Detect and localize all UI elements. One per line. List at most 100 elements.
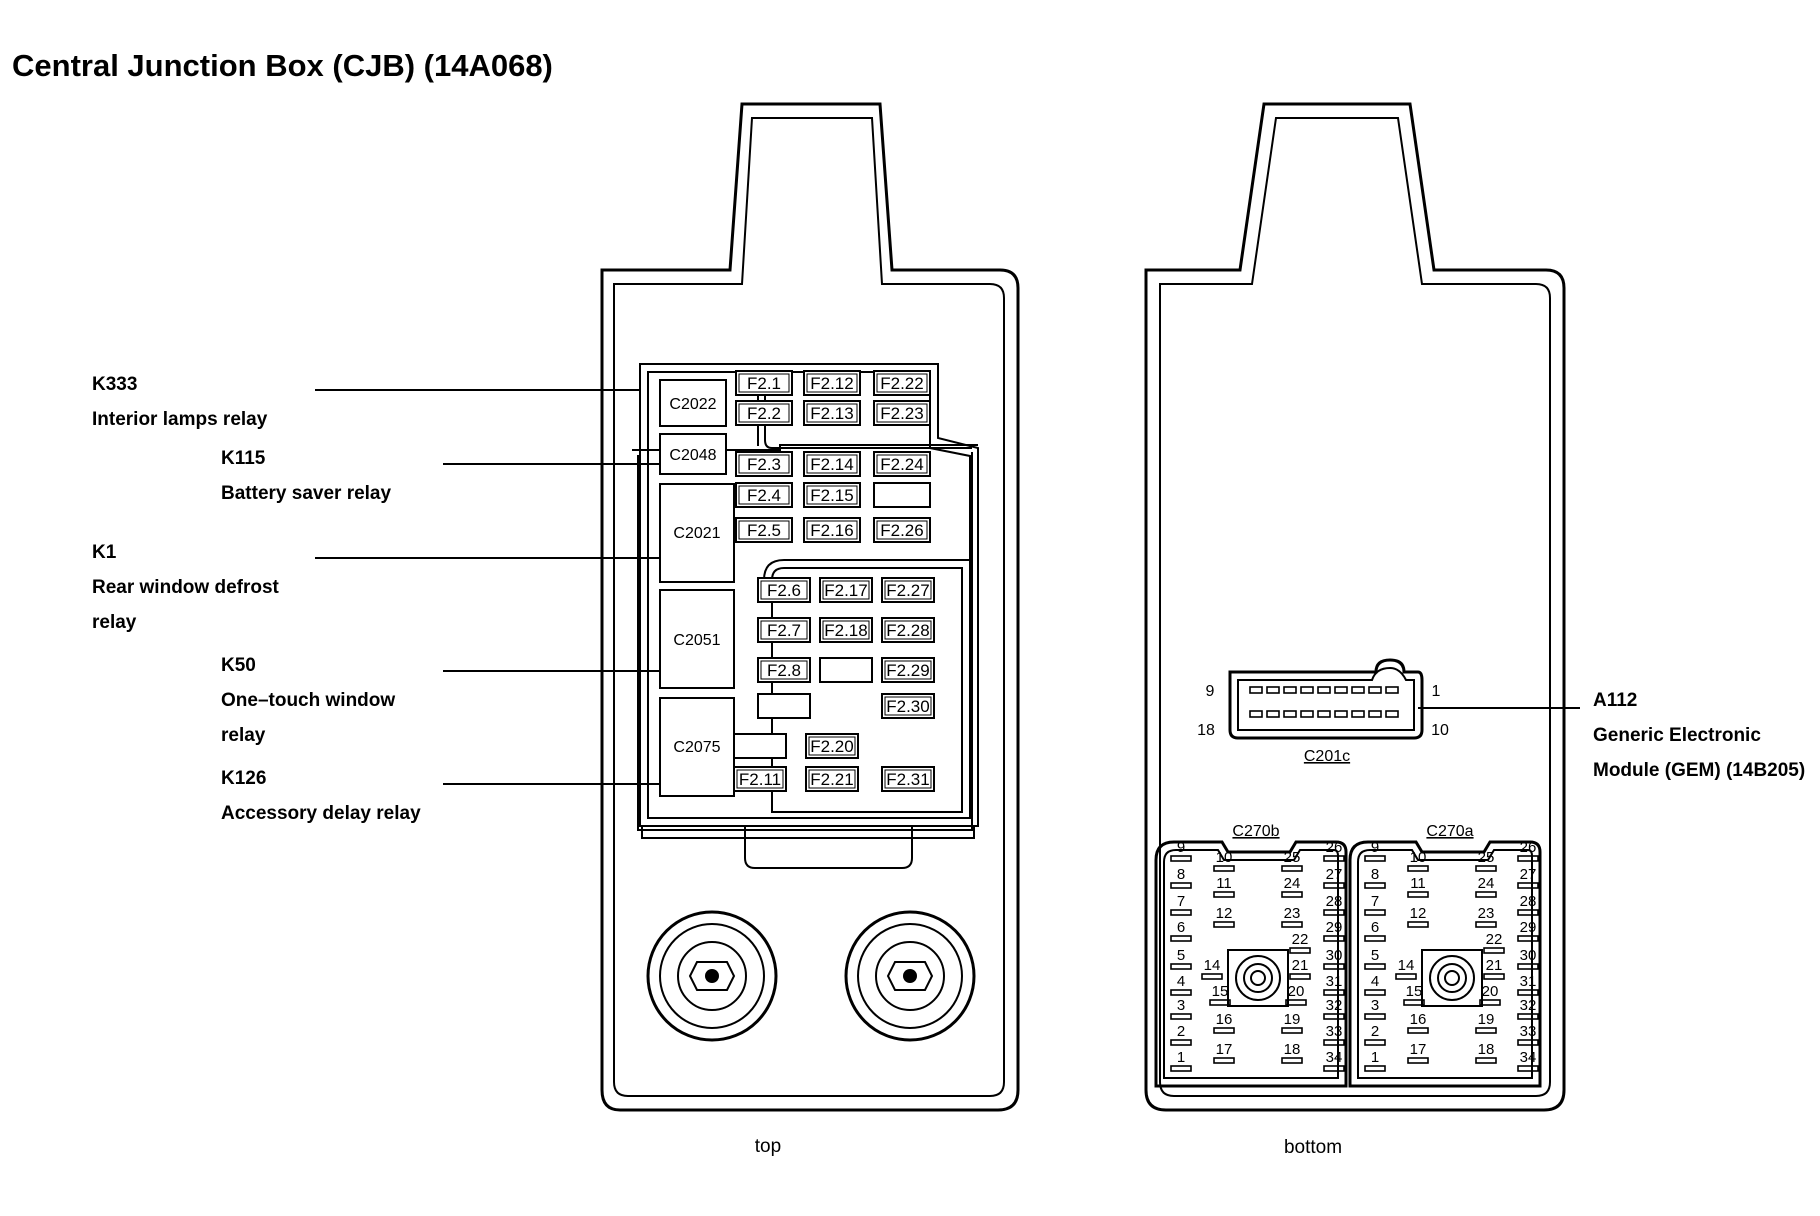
pin-3: 3	[1170, 997, 1192, 1020]
pin-number: 17	[1410, 1041, 1427, 1058]
pin-number: 11	[1216, 875, 1232, 892]
pin-2: 2	[1364, 1023, 1386, 1046]
pin-32: 32	[1323, 997, 1345, 1020]
pin-number: 1	[1371, 1049, 1379, 1066]
pin-number: 26	[1520, 839, 1537, 856]
callout-k1-id: K1	[92, 542, 117, 563]
pin-28: 28	[1323, 893, 1345, 916]
connector-c270b: C270b98765432126272829303132333410111214…	[1154, 823, 1348, 1088]
fuse-F2-14: F2.14	[803, 451, 861, 477]
pin-15: 15	[1209, 983, 1231, 1006]
pin-number: 12	[1216, 905, 1233, 922]
relay-label-c2051: C2051	[673, 632, 720, 649]
callout-k333-desc: Interior lamps relay	[92, 409, 268, 430]
connector-name: C270b	[1232, 823, 1279, 840]
pin-number: 21	[1292, 957, 1309, 974]
fuse-label: F2.8	[767, 661, 801, 680]
pin-30: 30	[1323, 947, 1345, 970]
pin-number: 14	[1398, 957, 1415, 974]
pin-1: 1	[1364, 1049, 1386, 1072]
gem-pin	[1283, 686, 1297, 694]
pin-10: 10	[1213, 849, 1235, 872]
pin-number: 24	[1284, 875, 1301, 892]
pin-3: 3	[1364, 997, 1386, 1020]
fuse-label: F2.27	[886, 581, 929, 600]
pin-11: 11	[1407, 875, 1429, 898]
fuse-label: F2.22	[880, 374, 923, 393]
pin-number: 33	[1326, 1023, 1343, 1040]
callout-right: A112 Generic Electronic Module (GEM) (14…	[1418, 690, 1805, 781]
pin-24: 24	[1281, 875, 1303, 898]
pin-21: 21	[1483, 957, 1505, 980]
fuse-label: F2.12	[810, 374, 853, 393]
connector-name: C270a	[1426, 823, 1473, 840]
connector-c270a: C270a98765432126272829303132333410111214…	[1348, 823, 1542, 1088]
fuse-F2-6: F2.6	[757, 577, 811, 603]
gem-pin	[1334, 710, 1348, 718]
pin-number: 22	[1292, 931, 1309, 948]
gem-pin	[1300, 686, 1314, 694]
relay-box-c2022	[659, 379, 727, 427]
callout-k333-id: K333	[92, 374, 137, 395]
relay-box-c2051	[659, 589, 735, 689]
fuse-F2-18: F2.18	[819, 617, 873, 643]
fuse-label: F2.16	[810, 521, 853, 540]
pin-number: 25	[1478, 849, 1495, 866]
fuse-F2-16: F2.16	[803, 517, 861, 543]
pin-number: 19	[1284, 1011, 1301, 1028]
pin-24: 24	[1475, 875, 1497, 898]
pin-number: 20	[1482, 983, 1499, 1000]
pin-number: 26	[1326, 839, 1343, 856]
fuse-label: F2.13	[810, 404, 853, 423]
mounting-studs	[646, 910, 976, 1042]
gem-pin	[1334, 686, 1348, 694]
pin-17: 17	[1213, 1041, 1235, 1064]
pin-16: 16	[1213, 1011, 1235, 1034]
callout-k50-desc-1: One–touch window	[221, 690, 395, 711]
relay-label-c2021: C2021	[673, 525, 720, 542]
pin-14: 14	[1201, 957, 1223, 980]
fuse-empty-slot	[873, 482, 931, 508]
pin-6: 6	[1170, 919, 1192, 942]
pin-23: 23	[1281, 905, 1303, 928]
pin-10: 10	[1407, 849, 1429, 872]
pin-number: 11	[1410, 875, 1426, 892]
callouts-left: K333 Interior lamps relay K115 Battery s…	[92, 374, 660, 824]
pin-number: 12	[1410, 905, 1427, 922]
pin-31: 31	[1323, 973, 1345, 996]
fuse-F2-23: F2.23	[873, 400, 931, 426]
pin-33: 33	[1517, 1023, 1539, 1046]
gem-pin	[1351, 710, 1365, 718]
gem-pin	[1300, 710, 1314, 718]
pin-25: 25	[1281, 849, 1303, 872]
fuse-label: F2.17	[824, 581, 867, 600]
pin-18: 18	[1475, 1041, 1497, 1064]
pin-12: 12	[1407, 905, 1429, 928]
gem-pin	[1317, 710, 1331, 718]
gem-pin	[1317, 686, 1331, 694]
relay-box-c2048	[659, 433, 727, 475]
pin-4: 4	[1364, 973, 1386, 996]
pin-number: 5	[1371, 947, 1379, 964]
callout-k1-desc-1: Rear window defrost	[92, 577, 280, 598]
fuse-F2-27: F2.27	[881, 577, 935, 603]
fuse-label: F2.5	[747, 521, 781, 540]
pin-number: 18	[1478, 1041, 1495, 1058]
pin-number: 34	[1520, 1049, 1537, 1066]
callout-a112-desc-1: Generic Electronic	[1593, 725, 1761, 746]
fuse-F2-21: F2.21	[805, 766, 859, 792]
fuse-label: F2.14	[810, 455, 853, 474]
gem-pin	[1368, 710, 1382, 718]
pin-7: 7	[1170, 893, 1192, 916]
gem-pin-label-9: 9	[1206, 683, 1215, 700]
relay-label-c2075: C2075	[673, 739, 720, 756]
fuse-label: F2.24	[880, 455, 923, 474]
pin-number: 29	[1326, 919, 1343, 936]
callout-k50-desc-2: relay	[221, 725, 266, 746]
pin-number: 4	[1371, 973, 1379, 990]
fuse-F2-17: F2.17	[819, 577, 873, 603]
pin-number: 32	[1326, 997, 1343, 1014]
gem-connector-c201c: 9 1 18 10 C201c	[1197, 658, 1449, 765]
pin-5: 5	[1170, 947, 1192, 970]
pin-6: 6	[1364, 919, 1386, 942]
